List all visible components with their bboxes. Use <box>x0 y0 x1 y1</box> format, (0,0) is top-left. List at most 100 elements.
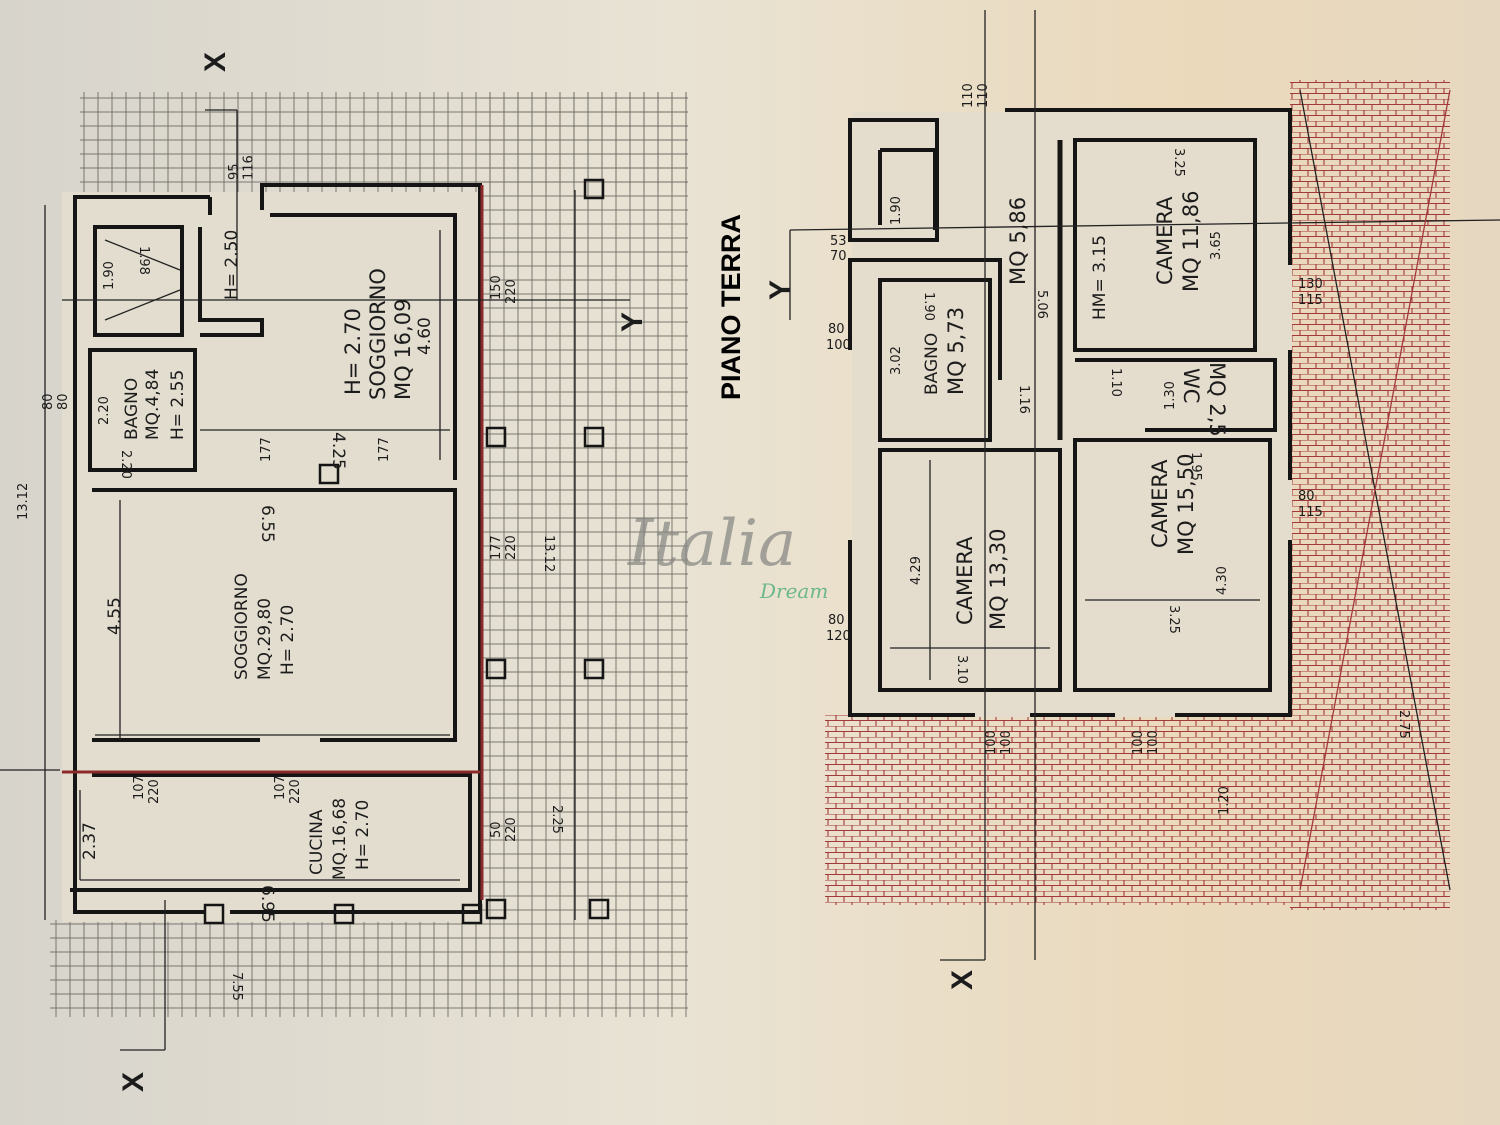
left-plan <box>0 92 688 1051</box>
overall-dim: 2.25 <box>549 805 564 834</box>
right-plan-labels: PIANO TERRA Y X BAGNO MQ 5,73 3.02 1.90 … <box>716 83 1411 990</box>
room-name: WC <box>1179 368 1203 403</box>
opening-dim: 110 <box>976 83 991 108</box>
opening-dim: 100 <box>1131 730 1146 755</box>
room-area: MQ.29,80 <box>255 598 275 680</box>
dimension: 1.90 <box>102 261 117 290</box>
opening-dim: 220 <box>504 817 519 842</box>
roof-dim: 1.20 <box>1217 786 1232 815</box>
opening-dim: 150 <box>489 275 504 300</box>
room-label: H= 2.70 <box>341 308 365 395</box>
dimension: 4.60 <box>415 317 435 355</box>
opening-dim: 100 <box>984 730 999 755</box>
left-plan-labels: H= 2.70 SOGGIORNO MQ 16,09 4.60 4.25 177… <box>16 52 649 1092</box>
dimension: 2.20 <box>97 396 112 425</box>
watermark-subtext: Dream <box>759 579 828 603</box>
dimension: 6.55 <box>257 505 277 543</box>
room-label: H= 2.55 <box>168 370 188 440</box>
opening-dim: 177 <box>489 535 504 560</box>
room-name: SOGGIORNO <box>232 573 252 680</box>
dimension: 1.95 <box>1188 452 1203 481</box>
dimension: 5.06 <box>1034 290 1049 319</box>
section-marker-y: Y <box>764 280 797 300</box>
opening-dim: 130 <box>1298 277 1323 292</box>
dimension: 3.65 <box>1209 231 1224 260</box>
dimension: 4.25 <box>328 432 348 470</box>
room-label: HM= 3.15 <box>1090 235 1110 320</box>
dimension: 3.25 <box>1171 148 1186 177</box>
dimension: 4.30 <box>1215 566 1230 595</box>
page-title: PIANO TERRA <box>716 214 746 400</box>
opening-dim: 53 <box>830 234 847 249</box>
opening-dim: 80 <box>828 322 845 337</box>
dimension: 3.10 <box>954 655 969 684</box>
room-name: CAMERA <box>953 536 977 625</box>
section-marker-x: X <box>117 1072 150 1092</box>
room-name: CAMERA <box>1153 196 1177 285</box>
opening-dim: 115 <box>1298 505 1323 520</box>
dimension: 1.98 <box>136 246 151 275</box>
opening-dim: 100 <box>999 730 1014 755</box>
opening-dim: 100 <box>1146 730 1161 755</box>
dimension: 6.95 <box>257 885 277 923</box>
room-area: MQ.4,84 <box>143 369 163 440</box>
room-name: BAGNO <box>122 378 142 440</box>
dimension: 3.25 <box>1166 605 1181 634</box>
roof-tiles-right <box>1290 80 1450 910</box>
section-marker-y: Y <box>616 312 649 332</box>
opening-dim: 80 <box>1298 489 1315 504</box>
room-area: MQ 13,30 <box>986 529 1010 630</box>
room-label: H= 2.70 <box>278 605 298 675</box>
room-name: CUCINA <box>307 809 327 875</box>
opening-dim: 80 <box>56 393 71 410</box>
opening-dim: 80 <box>828 613 845 628</box>
room-area: MQ.16,68 <box>330 798 350 880</box>
opening-dim: 100 <box>826 338 851 353</box>
room-area: MQ 2,5 <box>1205 362 1229 437</box>
dimension: 1.90 <box>921 292 936 321</box>
opening-dim: 107 <box>132 775 147 800</box>
room-name: BAGNO <box>922 333 942 395</box>
right-plan <box>789 10 1500 961</box>
overall-dim: 13.12 <box>16 483 31 520</box>
room-area: MQ 5,73 <box>944 307 968 395</box>
overall-dim: 7.55 <box>229 972 244 1001</box>
dimension: 1.10 <box>1108 368 1123 397</box>
opening-dim: 80 <box>41 393 56 410</box>
opening-dim: 220 <box>504 535 519 560</box>
dimension: 1.90 <box>889 196 904 225</box>
dimension: 95116 <box>227 155 256 180</box>
room-label: H= 2.50 <box>222 230 242 300</box>
room-area: MQ 5,86 <box>1006 197 1030 285</box>
dimension: 177 <box>259 437 274 462</box>
room-name: CAMERA <box>1148 459 1172 548</box>
watermark-logo: Italia Dream <box>627 507 828 603</box>
dimension: 4.29 <box>909 556 924 585</box>
opening-dim: 220 <box>288 779 303 804</box>
room-name: SOGGIORNO <box>366 268 390 400</box>
dimension: 4.55 <box>105 597 125 635</box>
dimension: 177 <box>377 437 392 462</box>
room-area: MQ 16,09 <box>391 299 415 400</box>
dimension: 2.37 <box>80 822 100 860</box>
opening-dim: 107 <box>273 775 288 800</box>
dimension: 1.16 <box>1016 385 1031 414</box>
roof-tiles-bottom <box>825 715 1295 905</box>
watermark-text: Italia <box>627 507 796 581</box>
room-area: MQ 11,86 <box>1179 191 1203 292</box>
opening-dim: 70 <box>830 249 847 264</box>
section-marker-x: X <box>946 970 979 990</box>
opening-dim: 115 <box>1298 293 1323 308</box>
opening-dim: 120 <box>826 629 851 644</box>
opening-dim: 220 <box>504 279 519 304</box>
dimension: 3.02 <box>889 346 904 375</box>
room-label: H= 2.70 <box>353 800 373 870</box>
opening-dim: 220 <box>147 779 162 804</box>
dimension: 2.20 <box>118 450 133 479</box>
opening-dim: 110 <box>961 83 976 108</box>
opening-dim: 50 <box>489 821 504 838</box>
room-area: MQ 15,50 <box>1174 454 1198 555</box>
dimension: 1.30 <box>1163 381 1178 410</box>
roof-dim: 2.75 <box>1396 710 1411 739</box>
